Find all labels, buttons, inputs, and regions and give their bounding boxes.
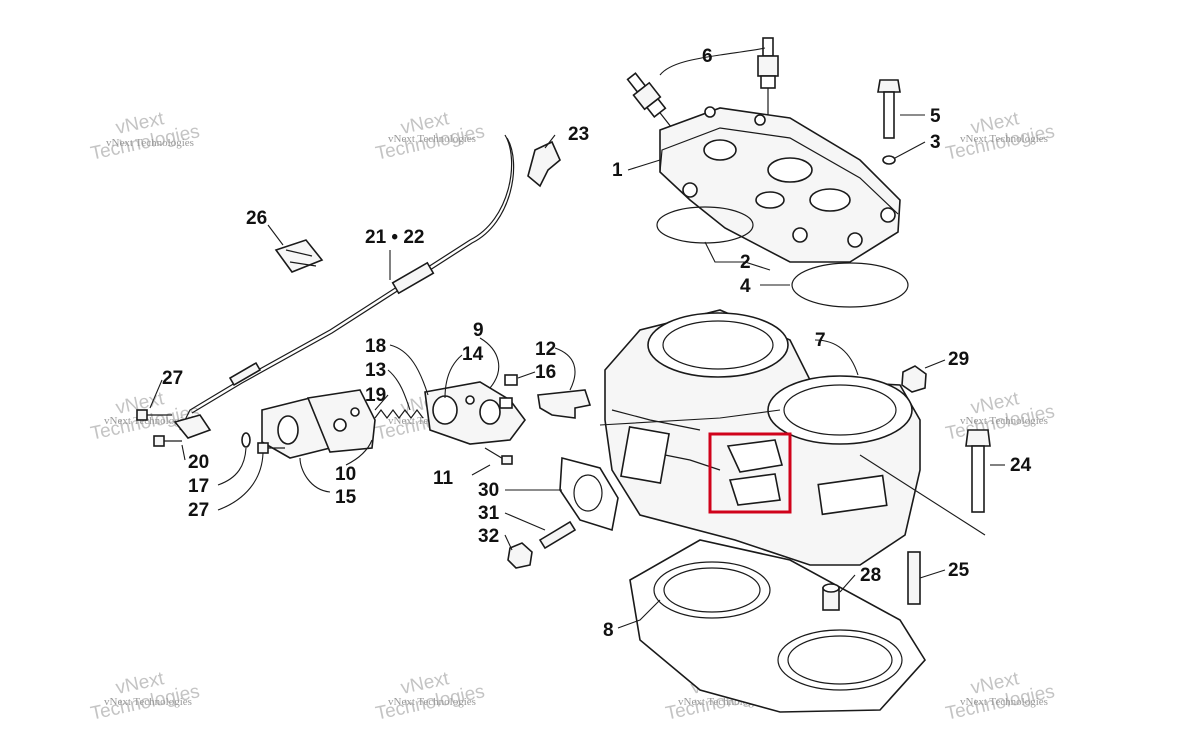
cylinder-bolt xyxy=(965,429,991,513)
stud xyxy=(907,551,921,605)
screw xyxy=(484,447,513,465)
intake-gasket xyxy=(559,456,619,532)
callout-26: 26 xyxy=(246,208,267,229)
callout-3: 3 xyxy=(930,132,941,153)
callout-1: 1 xyxy=(612,160,623,181)
callout-16: 16 xyxy=(535,362,556,383)
callout-28: 28 xyxy=(860,565,881,586)
watermark-text: vNext Technologies xyxy=(960,696,1048,708)
callout-6: 6 xyxy=(702,46,713,67)
callout-11: 11 xyxy=(433,468,454,489)
callout-5: 5 xyxy=(930,106,941,127)
callout-19: 19 xyxy=(365,385,386,406)
pin xyxy=(499,397,513,409)
callout-31: 31 xyxy=(478,503,500,524)
callout-20: 20 xyxy=(188,452,209,473)
watermark-text: vNext Technologies xyxy=(106,137,194,149)
watermark-text: vNext Technologies xyxy=(104,415,192,427)
callout-32: 32 xyxy=(478,526,499,547)
dowel-pin xyxy=(822,583,840,611)
callout-27-bottom: 27 xyxy=(188,500,209,521)
watermark: vNext Technologies xyxy=(89,668,202,725)
flange-nut xyxy=(901,365,927,393)
spark-plug xyxy=(626,72,676,132)
callout-9: 9 xyxy=(473,320,484,341)
reed-valve-housing-right xyxy=(424,381,526,445)
screw xyxy=(153,435,182,447)
callout-13: 13 xyxy=(365,360,386,381)
callout-8: 8 xyxy=(603,620,614,641)
screw xyxy=(136,409,172,421)
clip xyxy=(527,140,561,188)
washer xyxy=(882,155,896,165)
spark-plug xyxy=(757,37,779,120)
cable-clip xyxy=(274,239,324,273)
reed-valve-housing-left xyxy=(261,389,376,459)
lever xyxy=(537,389,592,419)
cable-bracket xyxy=(173,414,212,439)
callout-4: 4 xyxy=(740,276,751,297)
base-gasket xyxy=(629,539,926,713)
o-ring xyxy=(791,262,909,308)
spring xyxy=(374,409,424,419)
callout-30: 30 xyxy=(478,480,499,501)
callout-23: 23 xyxy=(568,124,589,145)
watermark: vNext Technologies xyxy=(944,388,1057,445)
callout-29: 29 xyxy=(948,349,969,370)
watermark-text: vNext Technologies xyxy=(960,415,1048,427)
leader-lines xyxy=(149,47,1005,629)
callout-21-22: 21 • 22 xyxy=(365,227,424,248)
watermark-text: vNext Technologies xyxy=(104,696,192,708)
throttle-cable xyxy=(179,134,515,431)
callout-24: 24 xyxy=(1010,455,1032,476)
o-ring-small xyxy=(241,432,251,448)
head-bolt xyxy=(877,79,901,139)
watermark-text: vNext Technologies xyxy=(388,133,476,145)
callout-14: 14 xyxy=(462,344,484,365)
highlight-box xyxy=(708,432,792,514)
pin xyxy=(504,374,518,386)
callout-15: 15 xyxy=(335,487,357,508)
cylinder-head xyxy=(659,106,901,263)
stud xyxy=(538,520,577,550)
watermark: vNext Technologies xyxy=(374,668,487,725)
cylinder-block xyxy=(604,309,921,566)
callout-25: 25 xyxy=(948,560,970,581)
flange-nut xyxy=(507,542,533,569)
watermark-text: vNext Technologies xyxy=(960,133,1048,145)
callout-12: 12 xyxy=(535,339,556,360)
watermark: vNext Technologies xyxy=(944,668,1057,725)
callout-7: 7 xyxy=(815,330,826,351)
callout-27-top: 27 xyxy=(162,368,183,389)
callout-17: 17 xyxy=(188,476,209,497)
callout-18: 18 xyxy=(365,336,386,357)
callouts: 1 2 3 4 5 6 7 8 9 10 11 12 13 14 15 16 1… xyxy=(162,46,1032,641)
watermark-text: vNext Technologies xyxy=(388,696,476,708)
callout-10: 10 xyxy=(335,464,356,485)
callout-2: 2 xyxy=(740,252,751,273)
watermark: vNext Technologies xyxy=(89,108,202,165)
